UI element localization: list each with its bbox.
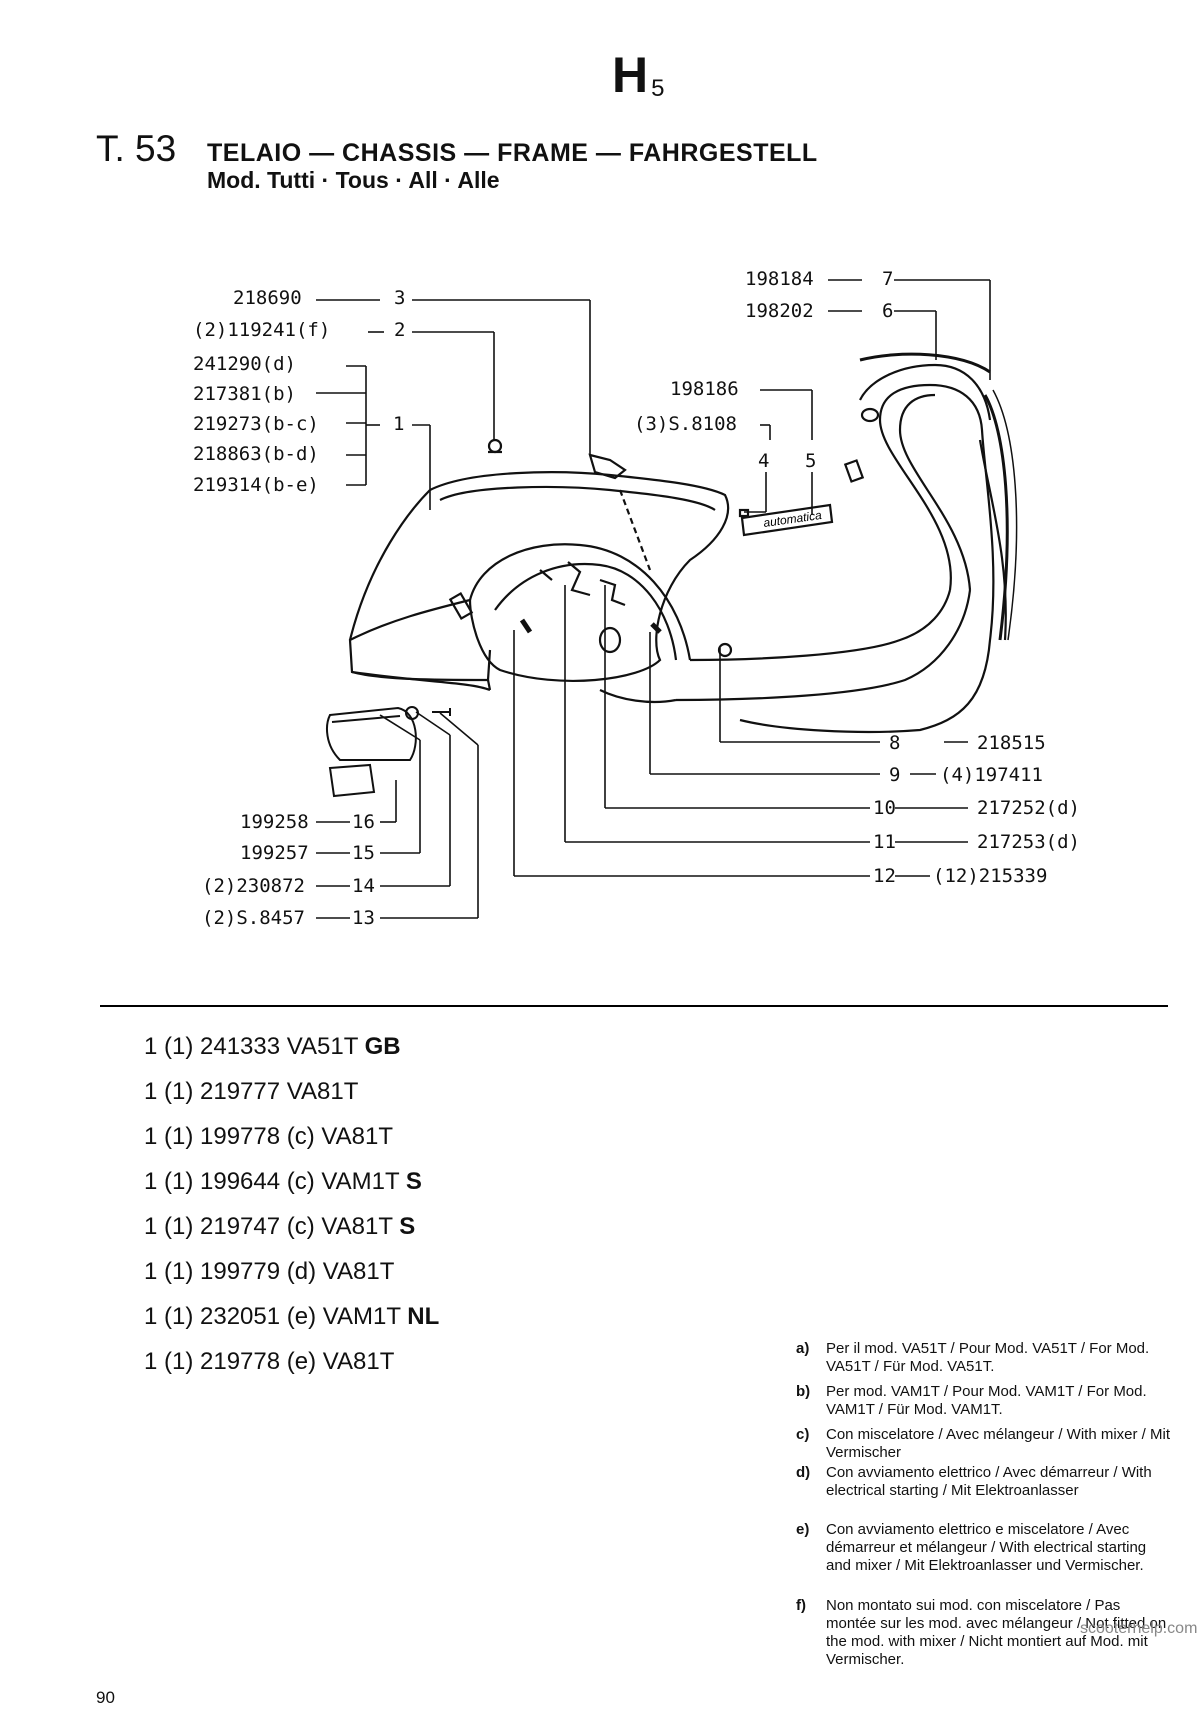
variant-suffix: GB: [364, 1033, 401, 1060]
callout-bottom-left-1: 199257 15: [240, 842, 375, 864]
footnote-text: Non montato sui mod. con miscelatore / P…: [826, 1597, 1167, 1668]
variant-row: 1 (1) 199779 (d) VA81T: [144, 1258, 394, 1286]
callout-bottom-right-3: 11 217253(d): [873, 831, 1080, 853]
footnote-text: Per il mod. VA51T / Pour Mod. VA51T / Fo…: [826, 1340, 1150, 1375]
callout-ref: 7: [882, 268, 894, 290]
variant-row: 1 (1) 219747 (c) VA81T S: [144, 1213, 415, 1241]
callout-ref: 1: [393, 413, 405, 435]
callout-ref: 10: [873, 797, 896, 819]
variant-suffix: NL: [407, 1303, 440, 1330]
section-divider: [100, 1005, 1168, 1007]
callout-ref: 2: [394, 319, 406, 341]
callout-part: (2)230872: [202, 875, 305, 897]
callout-part: (12)215339: [933, 865, 1048, 887]
callout-part: 198202: [745, 300, 814, 322]
footnote-text: Con avviamento elettrico e miscelatore /…: [826, 1521, 1147, 1574]
footnote-text: Con miscelatore / Avec mélangeur / With …: [826, 1426, 1171, 1461]
section-code: H5: [612, 46, 665, 104]
callout-ref: 12: [873, 865, 896, 887]
section-letter: H: [612, 47, 650, 103]
footnote-letter: a): [796, 1340, 810, 1357]
callout-left-5: 218863(b-d): [193, 443, 319, 465]
footnote-letter: c): [796, 1426, 810, 1443]
callout-ref: 14: [352, 875, 375, 897]
footnote-text: Con avviamento elettrico / Avec démarreu…: [826, 1464, 1152, 1499]
callout-top-right-0: 198184 7: [745, 268, 893, 290]
callout-bottom-left-2: (2)230872 14: [202, 875, 375, 897]
callout-bottom-right-1: 9 (4)197411: [889, 764, 1043, 786]
callout-ref: 16: [352, 811, 375, 833]
callout-ref: 5: [805, 450, 817, 472]
callout-left-0: 218690 3: [233, 287, 405, 309]
callout-ref: 3: [394, 287, 406, 309]
callout-left-2: 241290(d): [193, 353, 296, 375]
callout-part: 219314(b-e): [193, 474, 319, 496]
callout-part: 199257: [240, 842, 309, 864]
callout-ref: 9: [889, 764, 901, 786]
callout-ref: 6: [882, 300, 894, 322]
callout-bottom-left-0: 199258 16: [240, 811, 375, 833]
variant-suffix: S: [399, 1213, 416, 1240]
callout-part: 241290(d): [193, 353, 296, 375]
frame-exploded-diagram: automatica: [316, 279, 1018, 919]
callout-middle-0: 198186 5: [670, 378, 816, 472]
variant-text: 1 (1) 219777 VA81T: [144, 1078, 359, 1105]
callout-left-1: (2)119241(f) 2: [193, 319, 405, 341]
callout-bottom-left-3: (2)S.8457 13: [202, 907, 375, 929]
table-number: T. 53: [96, 128, 177, 169]
callout-bottom-right-0: 8 218515: [889, 732, 1046, 754]
page-number: 90: [96, 1688, 115, 1707]
callout-left-4: 219273(b-c) 1: [193, 413, 404, 435]
variant-text: 1 (1) 241333 VA51T: [144, 1033, 358, 1060]
footnote-text: Per mod. VAM1T / Pour Mod. VAM1T / For M…: [826, 1383, 1147, 1418]
variant-row: 1 (1) 232051 (e) VAM1T NL: [144, 1303, 439, 1331]
callout-part: 218515: [977, 732, 1046, 754]
callout-part: 217252(d): [977, 797, 1080, 819]
variant-row: 1 (1) 199644 (c) VAM1T S: [144, 1168, 422, 1196]
callout-part: 217253(d): [977, 831, 1080, 853]
footnote-letter: d): [796, 1464, 811, 1481]
callout-part: (3)S.8108: [634, 413, 737, 435]
callout-middle-1: (3)S.8108 4: [634, 413, 769, 472]
callout-ref: 13: [352, 907, 375, 929]
variant-row: 1 (1) 241333 VA51T GB: [144, 1033, 401, 1061]
footnote-letter: e): [796, 1521, 810, 1538]
variant-row: 1 (1) 219778 (e) VA81T: [144, 1348, 394, 1376]
section-subscript: 5: [651, 75, 666, 102]
variant-text: 1 (1) 199779 (d) VA81T: [144, 1258, 395, 1285]
callout-part: 198186: [670, 378, 739, 400]
page-title: TELAIO — CHASSIS — FRAME — FAHRGESTELL: [207, 139, 818, 167]
variant-text: 1 (1) 199778 (c) VA81T: [144, 1123, 394, 1150]
callout-part: 198184: [745, 268, 814, 290]
callout-ref: 15: [352, 842, 375, 864]
page-subtitle: Mod. Tutti · Tous · All · Alle: [207, 167, 500, 193]
variant-text: 1 (1) 219747 (c) VA81T: [144, 1213, 393, 1240]
callout-top-right-1: 198202 6: [745, 300, 893, 322]
callout-part: 217381(b): [193, 383, 296, 405]
callout-ref: 11: [873, 831, 896, 853]
callout-part: 218863(b-d): [193, 443, 319, 465]
callout-left-3: 217381(b): [193, 383, 296, 405]
callout-part: (4)197411: [940, 764, 1043, 786]
callout-part: (2)119241(f): [193, 319, 331, 341]
callout-left-6: 219314(b-e): [193, 474, 319, 496]
variant-text: 1 (1) 232051 (e) VAM1T: [144, 1303, 401, 1330]
variant-text: 1 (1) 199644 (c) VAM1T: [144, 1168, 400, 1195]
footnote-letter: b): [796, 1383, 811, 1400]
variant-row: 1 (1) 219777 VA81T: [144, 1078, 358, 1106]
watermark: scooterhelp.com: [1080, 1620, 1198, 1637]
variant-suffix: S: [405, 1168, 422, 1195]
variant-text: 1 (1) 219778 (e) VA81T: [144, 1348, 395, 1375]
callout-part: 218690: [233, 287, 302, 309]
callout-ref: 8: [889, 732, 901, 754]
automatica-badge-label: automatica: [762, 508, 822, 530]
callout-part: 219273(b-c): [193, 413, 319, 435]
variant-row: 1 (1) 199778 (c) VA81T: [144, 1123, 393, 1151]
callout-bottom-right-2: 10 217252(d): [873, 797, 1080, 819]
callout-part: (2)S.8457: [202, 907, 305, 929]
footnote-letter: f): [796, 1597, 806, 1614]
callout-bottom-right-4: 12 (12)215339: [873, 865, 1047, 887]
callout-ref: 4: [758, 450, 770, 472]
callout-part: 199258: [240, 811, 309, 833]
